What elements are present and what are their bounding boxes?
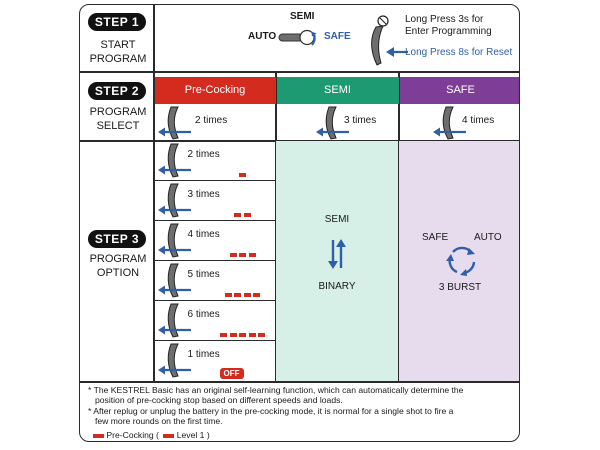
legend-precocking-label: Pre-Cocking (: [106, 430, 159, 440]
long-press-3s-line1: Long Press 3s for: [405, 14, 484, 25]
precocking-level-bar: [229, 333, 237, 337]
precocking-row-divider: [154, 180, 276, 181]
legend: Pre-Cocking ( Level 1 ): [93, 430, 210, 440]
precocking-level-bar: [224, 293, 232, 297]
precocking-option-times: 4 times: [187, 229, 220, 240]
divider-label-column: [153, 5, 155, 382]
reset-arrow-icon: [386, 47, 408, 57]
precocking-level-bar: [253, 293, 261, 297]
cycle-arrows-icon: [446, 246, 476, 276]
step2-title-line2: SELECT: [96, 120, 140, 132]
trigger-icon: [157, 183, 191, 218]
safe-option-bottom-label: 3 BURST: [438, 282, 482, 293]
precocking-option-times: 6 times: [187, 309, 220, 320]
step3-title: PROGRAM OPTION: [80, 252, 156, 280]
precocking-option-times: 2 times: [187, 149, 220, 160]
divider-precocking-semi: [275, 71, 277, 382]
step1-title-line2: PROGRAM: [89, 53, 147, 65]
step3-title-line1: PROGRAM: [89, 253, 147, 265]
note-battery-line2: few more rounds on the first time.: [95, 416, 223, 427]
safe-option-right-label: AUTO: [474, 232, 502, 243]
trigger-icon: [157, 143, 191, 178]
note-battery: * After replug or unplug the battery in …: [88, 406, 513, 427]
trigger-icon: [157, 343, 191, 378]
safe-option-panel: SAFE AUTO 3 BURST: [399, 141, 519, 381]
long-press-3s-text: Long Press 3s for Enter Programming: [405, 14, 492, 38]
diagram-frame: STEP 1 START PROGRAM SEMI AUTO SAFE Long…: [79, 4, 520, 442]
divider-step3: [80, 381, 519, 383]
step2-pill: STEP 2: [88, 82, 146, 100]
note-self-learning-line1: * The KESTREL Basic has an original self…: [88, 385, 464, 395]
trigger-icon: [157, 223, 191, 258]
column-header-safe: SAFE: [399, 77, 519, 104]
select-precocking-times: 2 times: [195, 115, 228, 126]
trigger-icon: [158, 106, 191, 140]
precocking-level-bar: [229, 253, 237, 257]
semi-option-top-label: SEMI: [324, 214, 350, 225]
selector-auto-label: AUTO: [248, 31, 277, 42]
semi-option-panel: SEMI BINARY: [276, 141, 398, 381]
divider-step1: [80, 71, 519, 73]
precocking-option-row: 6 times: [154, 301, 276, 341]
selector-safe-label: SAFE: [324, 31, 351, 42]
precocking-option-times: 3 times: [187, 189, 220, 200]
column-header-precocking: Pre-Cocking: [154, 77, 276, 104]
trigger-icon: [316, 106, 349, 140]
step3-pill: STEP 3: [88, 230, 146, 248]
step3-title-line2: OPTION: [96, 267, 140, 279]
precocking-row-divider: [154, 260, 276, 261]
note-self-learning-line2: position of pre-cocking stop based on di…: [95, 395, 343, 406]
precocking-option-row: 2 times: [154, 141, 276, 181]
legend-level-label: Level 1 ): [176, 430, 210, 440]
off-badge: OFF: [219, 368, 244, 379]
precocking-level-bar: [234, 293, 242, 297]
precocking-level-bar: [248, 253, 256, 257]
precocking-level-bar: [248, 333, 256, 337]
divider-semi-safe: [398, 71, 400, 382]
trigger-icon: [157, 303, 191, 338]
precocking-option-row: 3 times: [154, 181, 276, 221]
safe-option-left-label: SAFE: [422, 232, 449, 243]
selector-switch-icon: [278, 29, 317, 46]
precocking-level-bar: [243, 293, 251, 297]
trigger-long-press-icon: [371, 15, 389, 66]
step1-pill: STEP 1: [88, 13, 146, 31]
trigger-icon: [433, 106, 466, 140]
step2-title: PROGRAM SELECT: [80, 105, 156, 133]
divider-step2: [80, 140, 519, 142]
precocking-level-bar: [239, 173, 246, 177]
precocking-level-bar: [258, 333, 265, 337]
selector-semi-label: SEMI: [290, 11, 315, 22]
select-safe-times: 4 times: [462, 115, 495, 126]
precocking-option-times: 5 times: [187, 269, 220, 280]
legend-level-bar-icon: [163, 433, 175, 438]
legend-red-bar-icon: [93, 433, 104, 438]
step1-title: START PROGRAM: [80, 38, 156, 66]
select-semi-times: 3 times: [344, 115, 377, 126]
long-press-8s-text: Long Press 8s for Reset: [405, 47, 513, 58]
trigger-icon: [157, 263, 191, 298]
step2-title-line1: PROGRAM: [89, 106, 147, 118]
precocking-row-divider: [154, 220, 276, 221]
note-battery-line1: * After replug or unplug the battery in …: [88, 406, 454, 416]
precocking-level-bar: [243, 213, 251, 217]
precocking-option-row: 5 times: [154, 261, 276, 301]
swap-arrows-icon: [328, 239, 346, 269]
step1-title-line1: START: [100, 39, 136, 51]
precocking-level-bar: [239, 333, 246, 337]
semi-option-bottom-label: BINARY: [318, 281, 356, 292]
note-self-learning: * The KESTREL Basic has an original self…: [88, 385, 513, 406]
precocking-option-row: 4 times: [154, 221, 276, 261]
precocking-level-bar: [239, 253, 246, 257]
column-header-semi: SEMI: [276, 77, 399, 104]
precocking-level-bar: [234, 213, 242, 217]
precocking-row-divider: [154, 340, 276, 341]
precocking-option-times: 1 times: [187, 349, 220, 360]
precocking-level-bar: [220, 333, 227, 337]
precocking-row-divider: [154, 300, 276, 301]
long-press-3s-line2: Enter Programming: [405, 26, 492, 37]
